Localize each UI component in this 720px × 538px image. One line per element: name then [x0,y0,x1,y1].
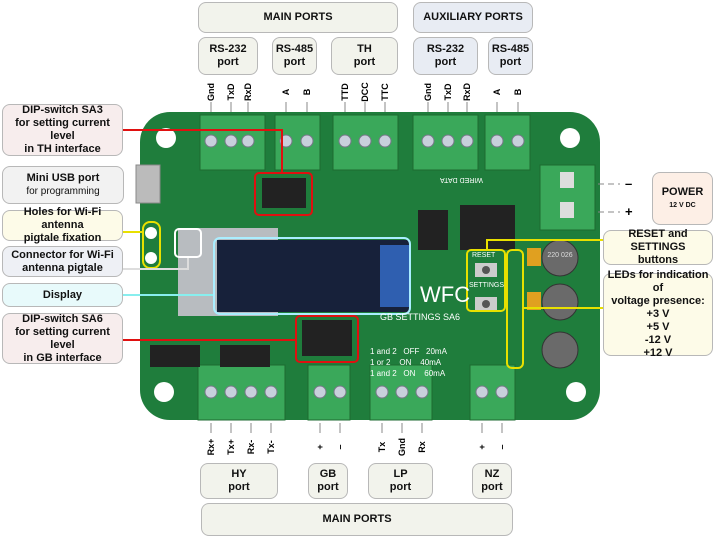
pin-label: Tx+ [226,439,236,455]
pin-label: Rx+ [206,438,216,456]
pin-label: + [477,444,487,450]
pin-label: A [281,88,291,96]
oled-display [217,240,409,312]
pin-label: Gnd [206,83,216,101]
pin-label: Gnd [423,83,433,101]
dip-switch-sa6 [302,320,352,356]
board-settings-label: SETTINGS [469,282,505,289]
power-minus: – [625,176,633,191]
board-wired-label: WIRED DATA [440,176,483,183]
mount-hole [560,128,580,148]
inductors [541,239,579,369]
pin-label: Rx [417,441,427,453]
main-ports-bottom-label: MAIN PORTS [201,503,513,536]
antenna-hole [145,227,157,239]
board-logo: WFC [420,282,471,307]
pin-label: TxD [443,83,453,101]
mount-hole [566,382,586,402]
pin-label: RxD [243,83,253,102]
pin-label: RxD [462,83,472,102]
pin-label: + [315,444,325,450]
pin-label: A [492,88,502,96]
pin-label: Gnd [397,438,407,456]
aux-ports-label: AUXILIARY PORTS [413,2,533,33]
pin-label: B [513,88,523,96]
dip-switch-sa3 [262,178,306,208]
pin-label: B [302,88,312,96]
board-reset-label: RESET [472,252,496,259]
usb-connector [135,164,161,204]
mount-hole [156,128,176,148]
pin-label: TTD [340,83,350,101]
antenna-hole [145,252,157,264]
main-ports-top-label: MAIN PORTS [198,2,398,33]
pin-label: – [335,444,345,450]
power-plus: + [625,204,633,219]
pin-label: TxD [226,83,236,101]
pin-label: Tx- [266,440,276,454]
inductor-marking: 220 026 [547,252,573,259]
board-gb-title: GB SETTINGS SA6 [380,312,461,322]
pin-label: TTC [380,83,390,101]
display-callout: Display [2,283,123,307]
pin-label: – [497,444,507,450]
pin-label: DCC [360,82,370,102]
mount-hole [154,382,174,402]
pin-label: Tx [377,441,387,453]
pin-label: Rx- [246,439,256,455]
screws [204,134,525,399]
